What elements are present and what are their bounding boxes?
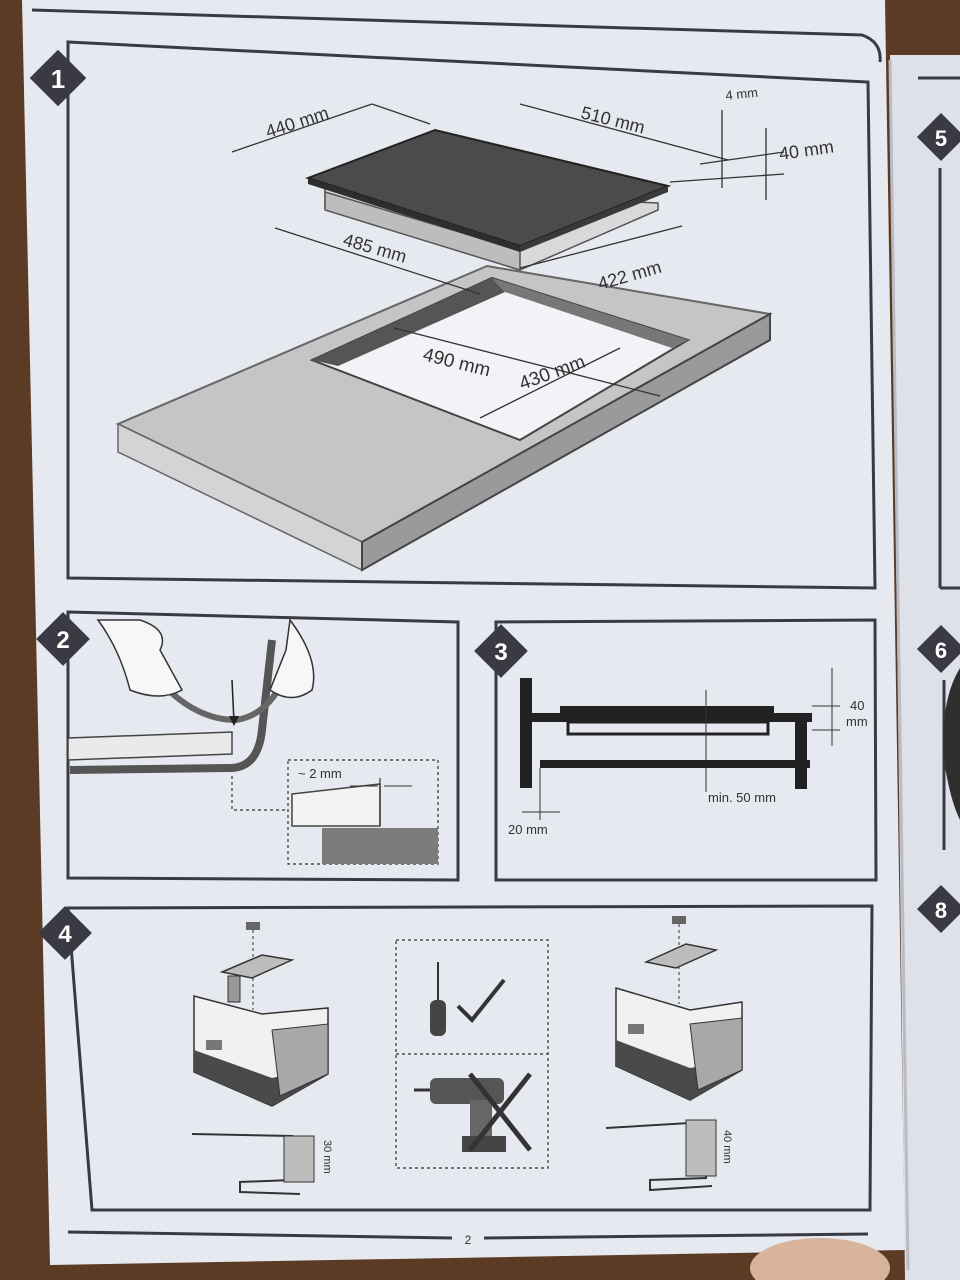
next-page-fragment: 5 6 8	[916, 76, 960, 934]
step-badge-8: 8	[916, 884, 960, 934]
seal-gap-label: ~ 2 mm	[298, 766, 342, 781]
step-badge-1: 1	[29, 49, 87, 107]
step-number-5: 5	[935, 126, 947, 151]
step-number-8: 8	[935, 898, 947, 923]
worktop-section	[532, 713, 812, 722]
screwdriver-icon	[430, 962, 446, 1036]
cross-icon	[468, 1072, 532, 1152]
right-page	[890, 55, 960, 1280]
step4-panel: 4 30 mm	[38, 904, 874, 1212]
step-number-4: 4	[58, 921, 72, 948]
height-40-label: 40	[850, 698, 864, 713]
side-gap-label: 20 mm	[508, 822, 548, 837]
shelf-section	[540, 760, 810, 768]
bracket-install-left: 30 mm	[191, 922, 333, 1195]
check-icon	[456, 978, 506, 1023]
thickness-30-mm: 30 mm	[321, 1140, 333, 1174]
tools-box	[395, 939, 549, 1169]
dim-4-mm: 4 mm	[725, 85, 759, 103]
step-number-1: 1	[51, 64, 65, 94]
thickness-40-mm: 40 mm	[721, 1130, 733, 1164]
hand-left	[96, 619, 184, 697]
step-number-3: 3	[494, 639, 507, 666]
hand-right	[269, 618, 315, 699]
hob-body-section	[566, 720, 770, 736]
step-number-2: 2	[56, 627, 69, 654]
bracket-install-right: 40 mm	[605, 916, 743, 1192]
height-unit-label: mm	[846, 714, 868, 729]
step-number-6: 6	[935, 638, 947, 663]
cabinet-wall	[520, 678, 532, 788]
detail-callout	[287, 759, 439, 865]
step-badge-6: 6	[916, 624, 960, 674]
clearance-label: min. 50 mm	[708, 790, 776, 805]
finger	[750, 1238, 890, 1280]
step-badge-5: 5	[916, 112, 960, 162]
page-number: 2	[465, 1233, 472, 1247]
step1-panel: 1 440 mm 510 mm	[29, 40, 877, 590]
